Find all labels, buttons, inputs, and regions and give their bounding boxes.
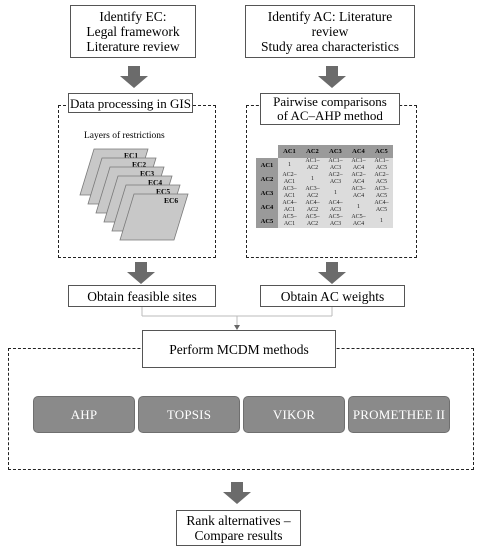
matrix-cell: AC5– AC3 xyxy=(324,214,347,228)
matrix-cell: AC4– AC5 xyxy=(370,200,393,214)
layer-label: EC1 xyxy=(124,151,138,160)
layers-title: Layers of restrictions xyxy=(84,131,165,141)
ac-weights-box: Obtain AC weights xyxy=(260,285,405,307)
layer-label: EC4 xyxy=(148,178,162,187)
matrix-cell: AC5– AC2 xyxy=(301,214,324,228)
mcdm-title: Perform MCDM methods xyxy=(169,341,309,357)
matrix-header: AC5 xyxy=(370,145,393,158)
restriction-layer: EC6 xyxy=(119,193,189,241)
matrix-cell: 1 xyxy=(301,172,324,186)
matrix-cell: AC3– AC4 xyxy=(347,186,370,200)
ac-weights-text: Obtain AC weights xyxy=(280,288,385,304)
feasible-sites-text: Obtain feasible sites xyxy=(87,288,197,304)
matrix-cell: AC4– AC3 xyxy=(324,200,347,214)
matrix-cell: 1 xyxy=(278,158,301,172)
pairwise-title-box: Pairwise comparisons of AC–AHP method xyxy=(260,93,400,125)
down-arrow-icon xyxy=(318,66,346,88)
layer-label: EC6 xyxy=(164,196,178,205)
matrix-cell: AC4– AC1 xyxy=(278,200,301,214)
matrix-cell: 1 xyxy=(370,214,393,228)
matrix-header: AC3 xyxy=(324,145,347,158)
ahp-matrix-table: AC1 AC2 AC3 AC4 AC5 AC1 1 AC1– AC2 AC1– … xyxy=(256,145,393,228)
matrix-cell: AC4– AC2 xyxy=(301,200,324,214)
rank-alternatives-text: Rank alternatives – Compare results xyxy=(186,513,291,543)
gis-title: Data processing in GIS xyxy=(70,95,191,111)
matrix-header: AC1 xyxy=(278,145,301,158)
matrix-cell: AC5– AC4 xyxy=(347,214,370,228)
matrix-cell: AC2– AC5 xyxy=(370,172,393,186)
matrix-cell: AC1– AC4 xyxy=(347,158,370,172)
matrix-cell: AC2– AC3 xyxy=(324,172,347,186)
matrix-header: AC4 xyxy=(347,145,370,158)
identify-ac-box: Identify AC: Literature review Study are… xyxy=(245,5,415,58)
matrix-row-label: AC3 xyxy=(256,186,278,200)
matrix-cell: AC3– AC2 xyxy=(301,186,324,200)
method-ahp: AHP xyxy=(33,396,135,433)
matrix-cell: AC2– AC1 xyxy=(278,172,301,186)
pairwise-title: Pairwise comparisons of AC–AHP method xyxy=(273,94,387,123)
rank-alternatives-box: Rank alternatives – Compare results xyxy=(176,510,301,546)
mcdm-title-box: Perform MCDM methods xyxy=(142,330,336,368)
matrix-cell: 1 xyxy=(347,200,370,214)
layer-sheet xyxy=(119,193,189,241)
ahp-matrix: AC1 AC2 AC3 AC4 AC5 AC1 1 AC1– AC2 AC1– … xyxy=(256,145,393,228)
down-arrow-icon xyxy=(318,262,346,284)
matrix-cell: AC1– AC5 xyxy=(370,158,393,172)
identify-ec-text: Identify EC: Legal framework Literature … xyxy=(86,9,180,54)
matrix-cell: AC1– AC3 xyxy=(324,158,347,172)
layer-label: EC2 xyxy=(132,160,146,169)
matrix-cell: AC3– AC1 xyxy=(278,186,301,200)
matrix-row-label: AC4 xyxy=(256,200,278,214)
method-vikor: VIKOR xyxy=(243,396,345,433)
gis-title-box: Data processing in GIS xyxy=(68,93,193,113)
layer-label: EC5 xyxy=(156,187,170,196)
matrix-cell: AC1– AC2 xyxy=(301,158,324,172)
identify-ec-box: Identify EC: Legal framework Literature … xyxy=(70,5,196,58)
matrix-cell: AC2– AC4 xyxy=(347,172,370,186)
matrix-row-label: AC1 xyxy=(256,158,278,172)
matrix-cell: AC5– AC1 xyxy=(278,214,301,228)
matrix-row-label: AC2 xyxy=(256,172,278,186)
method-promethee: PROMETHEE II xyxy=(348,396,450,433)
layer-label: EC3 xyxy=(140,169,154,178)
down-arrow-icon xyxy=(127,262,155,284)
method-topsis: TOPSIS xyxy=(138,396,240,433)
matrix-cell: 1 xyxy=(324,186,347,200)
identify-ac-text: Identify AC: Literature review Study are… xyxy=(261,9,399,54)
matrix-cell: AC3– AC5 xyxy=(370,186,393,200)
feasible-sites-box: Obtain feasible sites xyxy=(68,285,216,307)
down-arrow-icon xyxy=(223,482,251,504)
matrix-row-label: AC5 xyxy=(256,214,278,228)
matrix-header: AC2 xyxy=(301,145,324,158)
down-arrow-icon xyxy=(120,66,148,88)
